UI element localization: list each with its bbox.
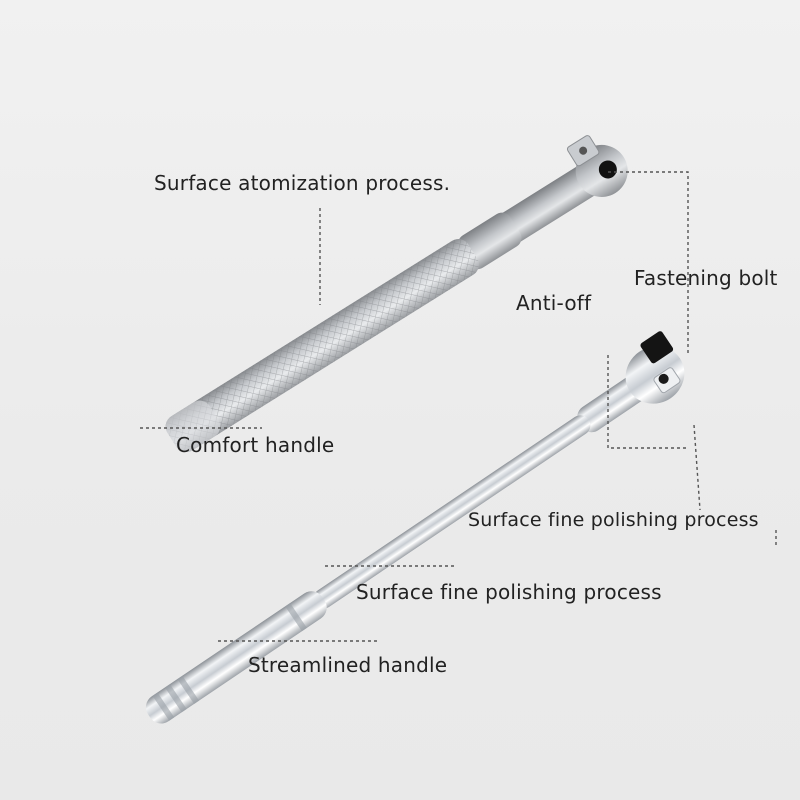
matte-ratchet-handle xyxy=(165,135,628,453)
chrome-ratchet-handle xyxy=(145,331,685,724)
label-surface-atomization: Surface atomization process. xyxy=(154,171,451,195)
label-anti-off: Anti-off xyxy=(516,291,592,315)
label-fastening-bolt: Fastening bolt xyxy=(634,266,778,290)
label-surface-fine-polishing-center: Surface fine polishing process xyxy=(356,580,662,604)
leader-fastening-bolt xyxy=(608,171,689,356)
leader-lines xyxy=(140,171,777,642)
label-comfort-handle: Comfort handle xyxy=(176,433,335,457)
leader-surface-fine-polishing-right xyxy=(693,424,701,511)
label-surface-fine-polishing-right: Surface fine polishing process xyxy=(468,509,759,531)
label-streamlined-handle: Streamlined handle xyxy=(248,653,448,677)
leader-anti-off xyxy=(607,355,688,449)
